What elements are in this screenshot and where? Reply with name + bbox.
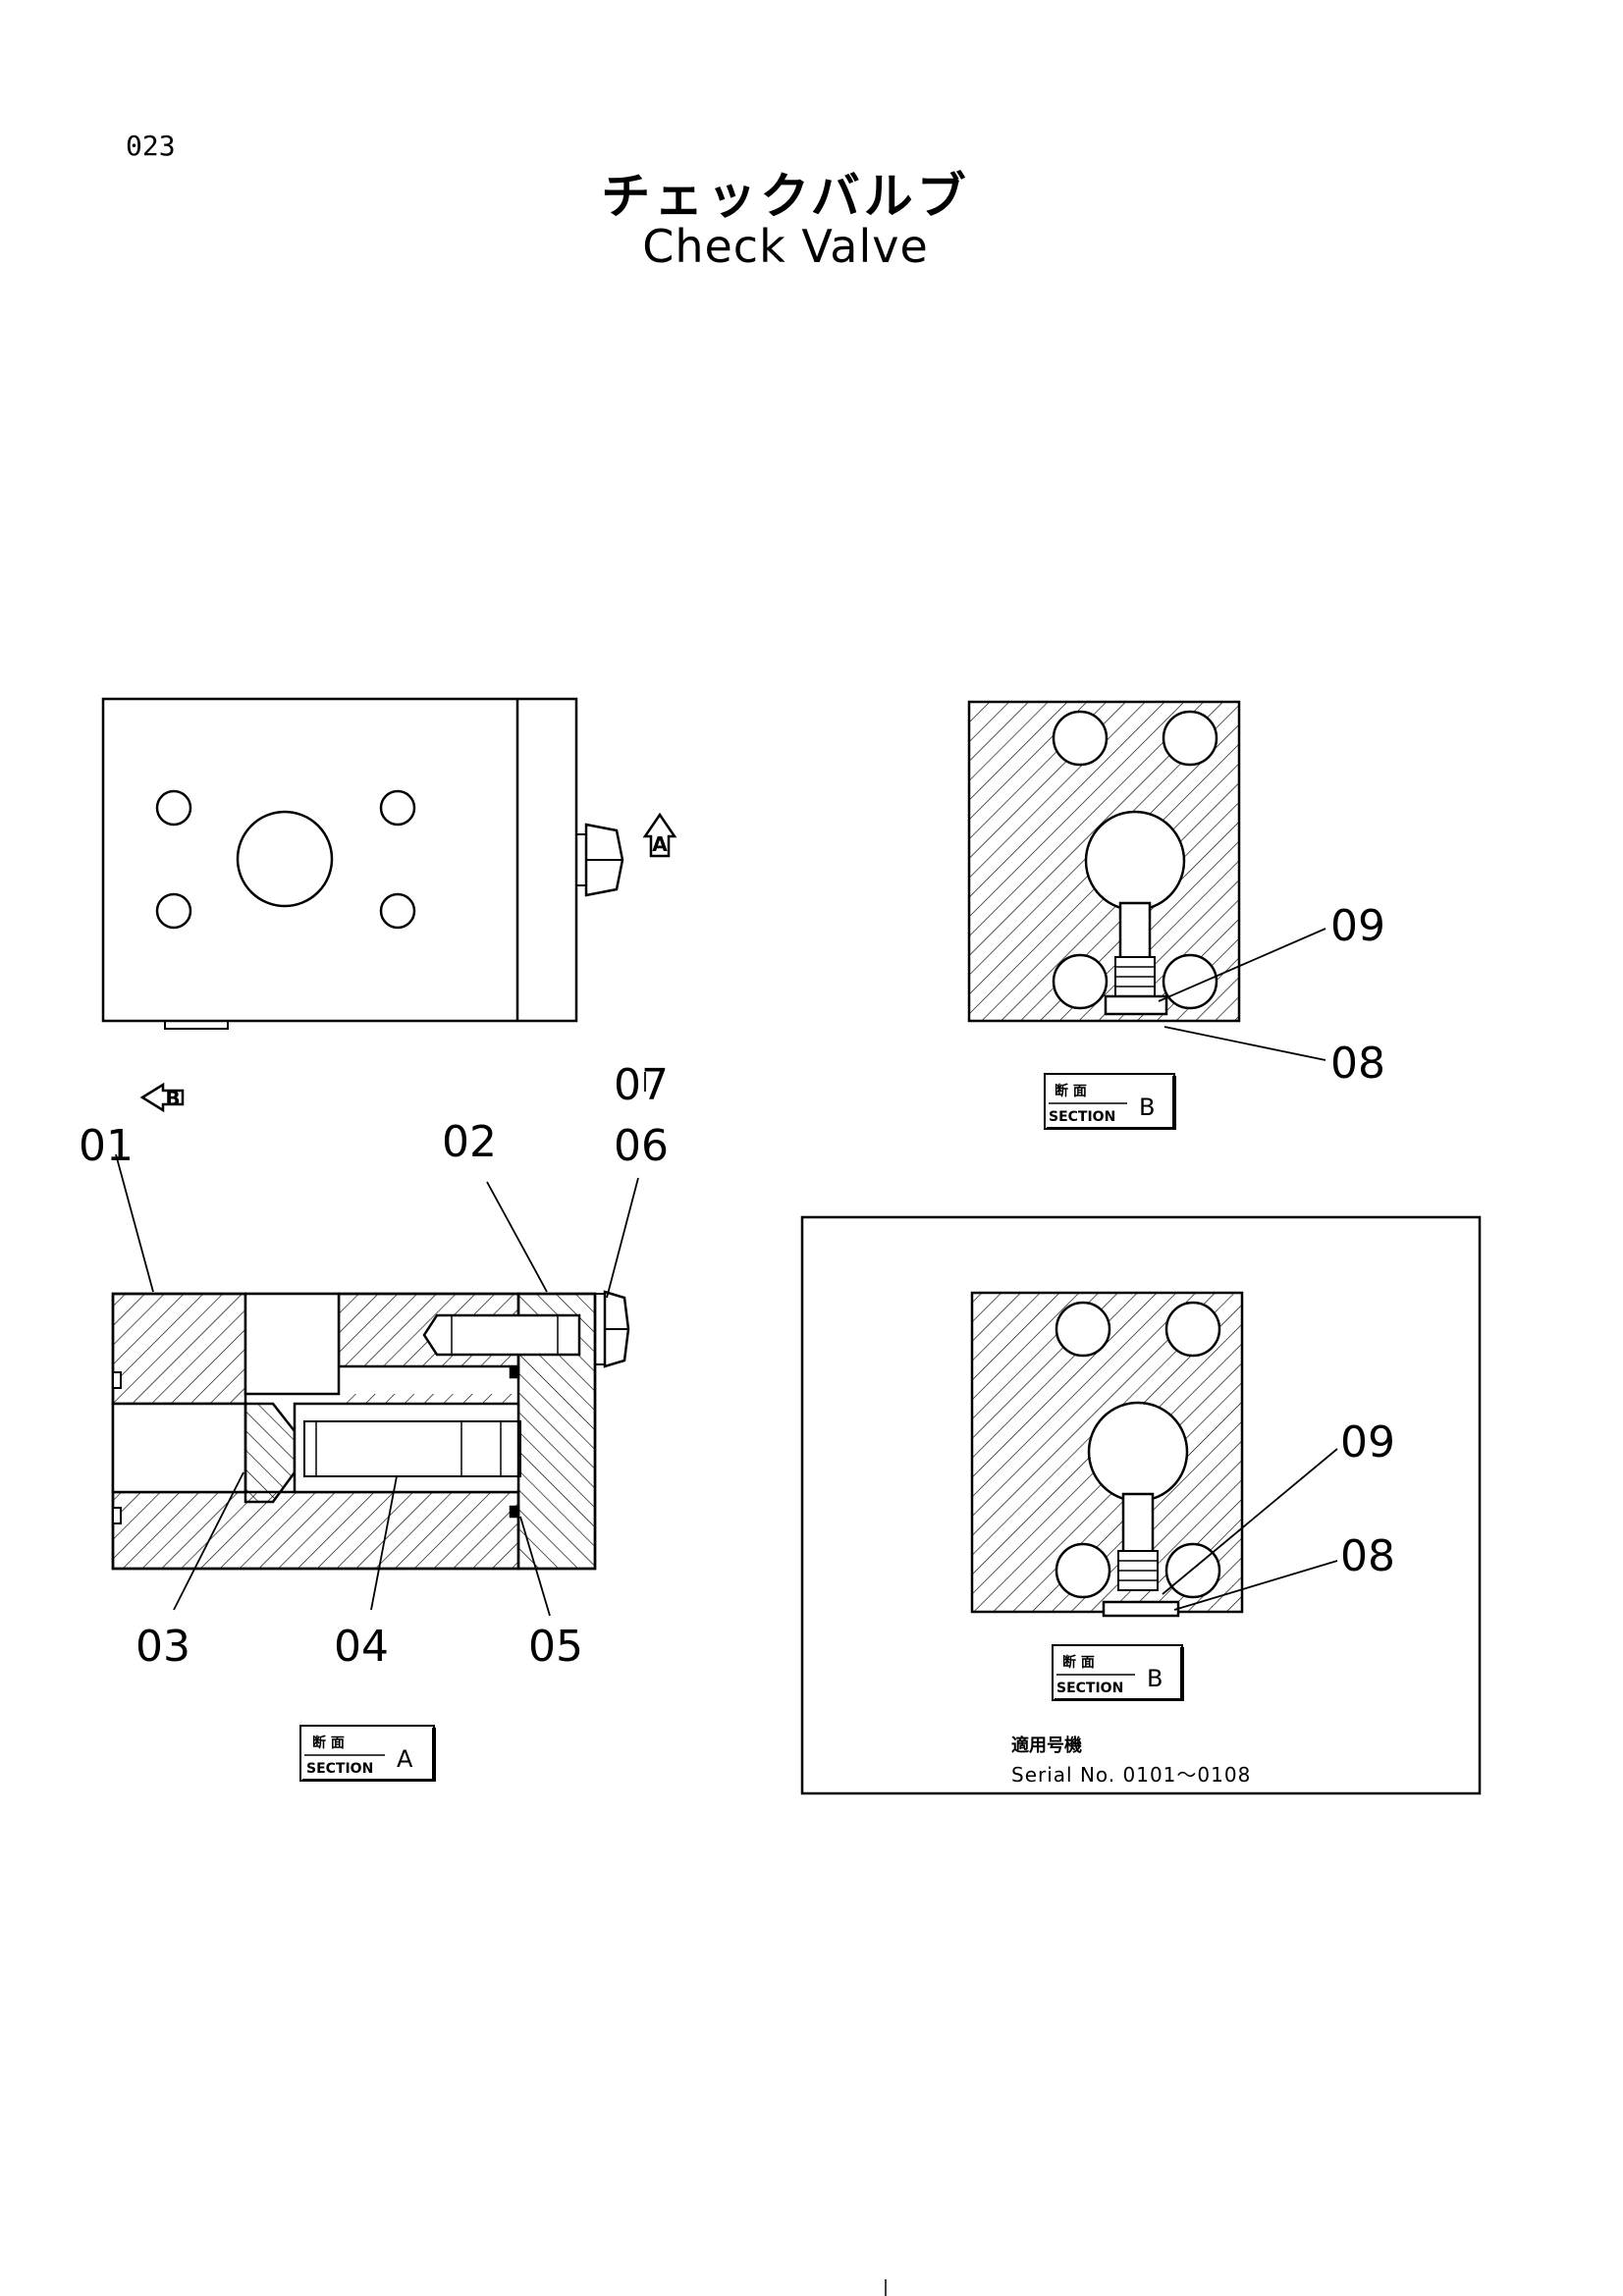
leader-line-05: [519, 1516, 551, 1617]
section-b-variant-callouts: [1162, 1448, 1338, 1611]
title-english: Check Valve: [642, 220, 929, 273]
serial-number: Serial No. 0101～0108: [1011, 1763, 1251, 1787]
leader-line-04: [370, 1475, 398, 1611]
callout-04: 04: [334, 1622, 389, 1672]
leader-line-02: [486, 1181, 548, 1293]
section-b-callout-labels: 09 08: [1330, 901, 1385, 1089]
callout-09-top: 09: [1330, 901, 1385, 951]
svg-text:B: B: [1139, 1094, 1155, 1121]
serial-jp-label: 適用号機: [1011, 1735, 1082, 1756]
section-b-callouts: [1158, 928, 1326, 1061]
section-a-label: 断 面 SECTION A: [299, 1725, 436, 1782]
title-japanese: チェックバルブ: [601, 168, 970, 225]
svg-text:断 面: 断 面: [1062, 1654, 1095, 1671]
section-b-label-bottom: 断 面 SECTION B: [1052, 1644, 1184, 1701]
callout-08-bottom: 08: [1340, 1531, 1395, 1581]
callout-01: 01: [79, 1121, 134, 1171]
callout-07: 07: [614, 1060, 669, 1110]
section-b-variant-drawing: [970, 1291, 1244, 1618]
view-marker-b: B: [139, 1082, 185, 1113]
section-b-variant-callout-labels: 09 08: [1340, 1417, 1395, 1581]
callout-05: 05: [528, 1622, 583, 1672]
front-view: [101, 697, 624, 1030]
section-a-callouts: [115, 1072, 646, 1617]
callout-09-bottom: 09: [1340, 1417, 1395, 1468]
callout-08-top: 08: [1330, 1039, 1385, 1089]
svg-text:SECTION: SECTION: [1056, 1681, 1123, 1696]
svg-text:A: A: [397, 1745, 413, 1773]
leader-line-01: [115, 1153, 154, 1293]
view-marker-b-label: B: [165, 1087, 180, 1110]
view-marker-a-label: A: [652, 832, 668, 856]
svg-text:断 面: 断 面: [1055, 1083, 1087, 1099]
serial-info: 適用号機 Serial No. 0101～0108: [1011, 1735, 1251, 1787]
svg-text:SECTION: SECTION: [306, 1761, 373, 1777]
svg-text:断 面: 断 面: [312, 1735, 345, 1751]
section-b-label-top: 断 面 SECTION B: [1044, 1073, 1176, 1130]
callout-03: 03: [135, 1622, 190, 1672]
leader-line-06: [606, 1177, 639, 1299]
callout-02: 02: [442, 1117, 497, 1167]
serial-variant-box: [800, 1215, 1482, 1795]
callout-06: 06: [614, 1121, 669, 1171]
svg-text:SECTION: SECTION: [1049, 1109, 1115, 1125]
page-number: 023: [126, 130, 176, 162]
section-b-drawing: [967, 700, 1241, 1023]
section-a-drawing: [111, 1290, 630, 1571]
view-marker-a: A: [642, 812, 677, 858]
leader-line-03: [173, 1471, 244, 1611]
section-a-callout-labels: 01 02 07 06 03 04 05: [79, 1060, 669, 1672]
svg-text:B: B: [1147, 1665, 1163, 1692]
